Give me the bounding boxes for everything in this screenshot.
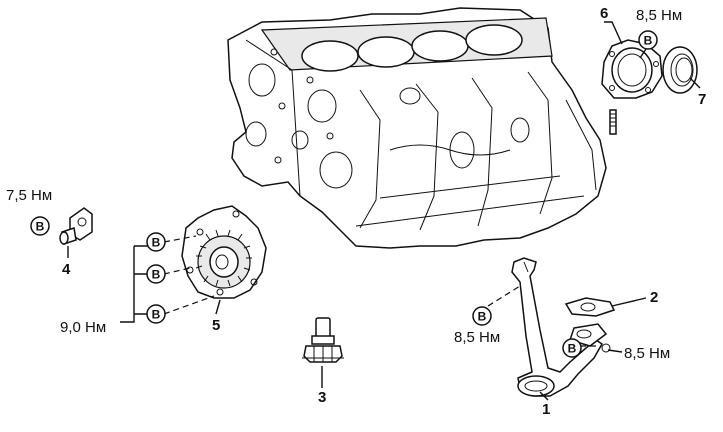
bolt-mark-5b: B — [146, 264, 166, 284]
svg-text:B: B — [152, 236, 161, 250]
part-number-2: 2 — [650, 289, 658, 306]
part-number-7: 7 — [698, 91, 706, 108]
svg-text:B: B — [478, 310, 487, 324]
bracket-icon — [59, 207, 93, 245]
gasket-icon — [564, 297, 616, 317]
bolt-mark-4: B — [30, 216, 50, 236]
rear-oil-seal-retainer-icon — [601, 39, 663, 135]
engine-block-icon — [227, 7, 607, 249]
bolt-mark-2: B — [562, 338, 582, 358]
torque-label-4: 7,5 Нм — [6, 187, 52, 204]
part-number-1: 1 — [542, 401, 550, 418]
part-number-3: 3 — [318, 389, 326, 406]
bolt-mark-5a: B — [146, 232, 166, 252]
bolt-mark-6: B — [638, 30, 658, 50]
oil-seal-icon — [662, 46, 698, 94]
torque-label-6: 8,5 Нм — [636, 7, 682, 24]
torque-label-2: 8,5 Нм — [624, 345, 670, 362]
oil-pump-icon — [181, 205, 267, 299]
part-number-4: 4 — [62, 261, 71, 278]
bolt-mark-5c: B — [146, 304, 166, 324]
svg-text:B: B — [568, 342, 577, 356]
oil-pickup-tube-icon — [511, 257, 611, 397]
torque-label-1: 8,5 Нм — [454, 329, 500, 346]
svg-text:B: B — [152, 308, 161, 322]
svg-text:B: B — [152, 268, 161, 282]
torque-label-5: 9,0 Нм — [60, 319, 106, 336]
oil-pressure-sensor-icon — [302, 317, 344, 363]
part-number-6: 6 — [600, 5, 608, 22]
svg-text:B: B — [36, 220, 45, 234]
leader-lines — [67, 21, 701, 401]
svg-text:B: B — [644, 34, 653, 48]
bolt-mark-1: B — [472, 306, 492, 326]
part-number-5: 5 — [212, 317, 220, 334]
